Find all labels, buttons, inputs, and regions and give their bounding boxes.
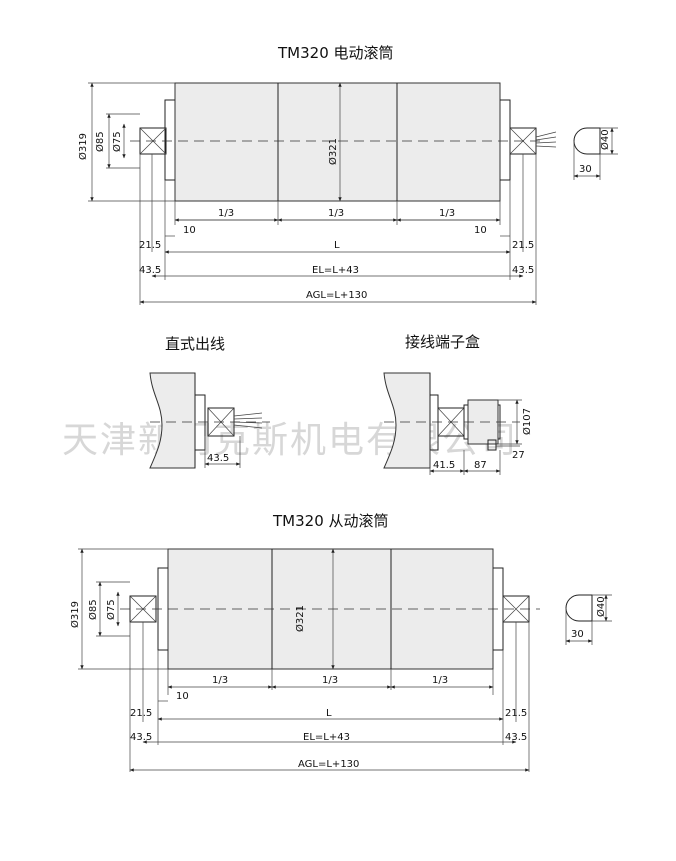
dim-shaft-right: 43.5 — [512, 265, 534, 276]
dim-idler-shaft-left: 43.5 — [130, 732, 152, 743]
dim-idler-length-L: L — [326, 708, 332, 719]
dim-dia-319: Ø319 — [77, 133, 89, 160]
dim-el: EL=L+43 — [312, 265, 359, 276]
cable-lines — [535, 131, 557, 148]
dim-box-41-5: 41.5 — [433, 460, 455, 471]
dim-idler-dia-75: Ø75 — [105, 599, 117, 620]
dim-idler-bearing-left: 21.5 — [130, 708, 152, 719]
dim-idler-third-1: 1/3 — [212, 675, 228, 686]
dim-box-27: 27 — [512, 450, 525, 461]
dim-dia-75: Ø75 — [111, 131, 123, 152]
dim-idler-flat-30: 30 — [571, 629, 584, 640]
dim-third-2: 1/3 — [328, 208, 344, 219]
dim-idler-dia-40: Ø40 — [595, 596, 607, 617]
drive-roller-drawing: Ø321 Ø319 Ø85 Ø75 Ø40 30 — [77, 82, 618, 305]
dim-bearing-left: 21.5 — [139, 240, 161, 251]
shaft-end-flat — [573, 127, 601, 155]
dim-idler-dia-319: Ø319 — [69, 601, 81, 628]
idler-roller-drawing: Ø321 Ø319 Ø85 Ø75 Ø40 30 1 — [69, 548, 612, 772]
dim-agl: AGL=L+130 — [306, 290, 367, 301]
dim-dia-40: Ø40 — [599, 129, 611, 150]
dim-idler-gap-left: 10 — [176, 691, 189, 702]
dim-gap-right: 10 — [474, 225, 487, 236]
junction-box-detail: Ø107 27 41.5 87 — [383, 372, 533, 475]
dim-length-L: L — [334, 240, 340, 251]
dim-bearing-right: 21.5 — [512, 240, 534, 251]
dim-idler-third-2: 1/3 — [322, 675, 338, 686]
dim-idler-dia-85: Ø85 — [87, 599, 99, 620]
title-drive-roller: TM320 电动滚筒 — [277, 44, 394, 62]
straight-outlet-detail: 43.5 — [149, 372, 270, 469]
dim-dia-321: Ø321 — [327, 138, 339, 165]
roller-shell — [174, 82, 501, 202]
dim-idler-shaft-right: 43.5 — [505, 732, 527, 743]
dim-idler-bearing-right: 21.5 — [505, 708, 527, 719]
title-junction-box: 接线端子盒 — [405, 333, 480, 351]
title-straight-outlet: 直式出线 — [165, 335, 225, 353]
dim-gap-left: 10 — [183, 225, 196, 236]
dim-third-3: 1/3 — [439, 208, 455, 219]
dim-idler-el: EL=L+43 — [303, 732, 350, 743]
dim-straight-43-5: 43.5 — [207, 453, 229, 464]
dim-idler-agl: AGL=L+130 — [298, 759, 359, 770]
dim-box-87: 87 — [474, 460, 487, 471]
dim-shaft-left: 43.5 — [139, 265, 161, 276]
dim-flat-30: 30 — [579, 164, 592, 175]
title-idler-roller: TM320 从动滚筒 — [272, 512, 389, 530]
dim-dia-85: Ø85 — [94, 131, 106, 152]
watermark-text: 天津新门克斯机电有限公司 — [62, 420, 518, 461]
dim-idler-third-3: 1/3 — [432, 675, 448, 686]
dim-third-1: 1/3 — [218, 208, 234, 219]
dim-dia-107: Ø107 — [521, 408, 533, 435]
dim-idler-dia-321: Ø321 — [294, 605, 306, 632]
